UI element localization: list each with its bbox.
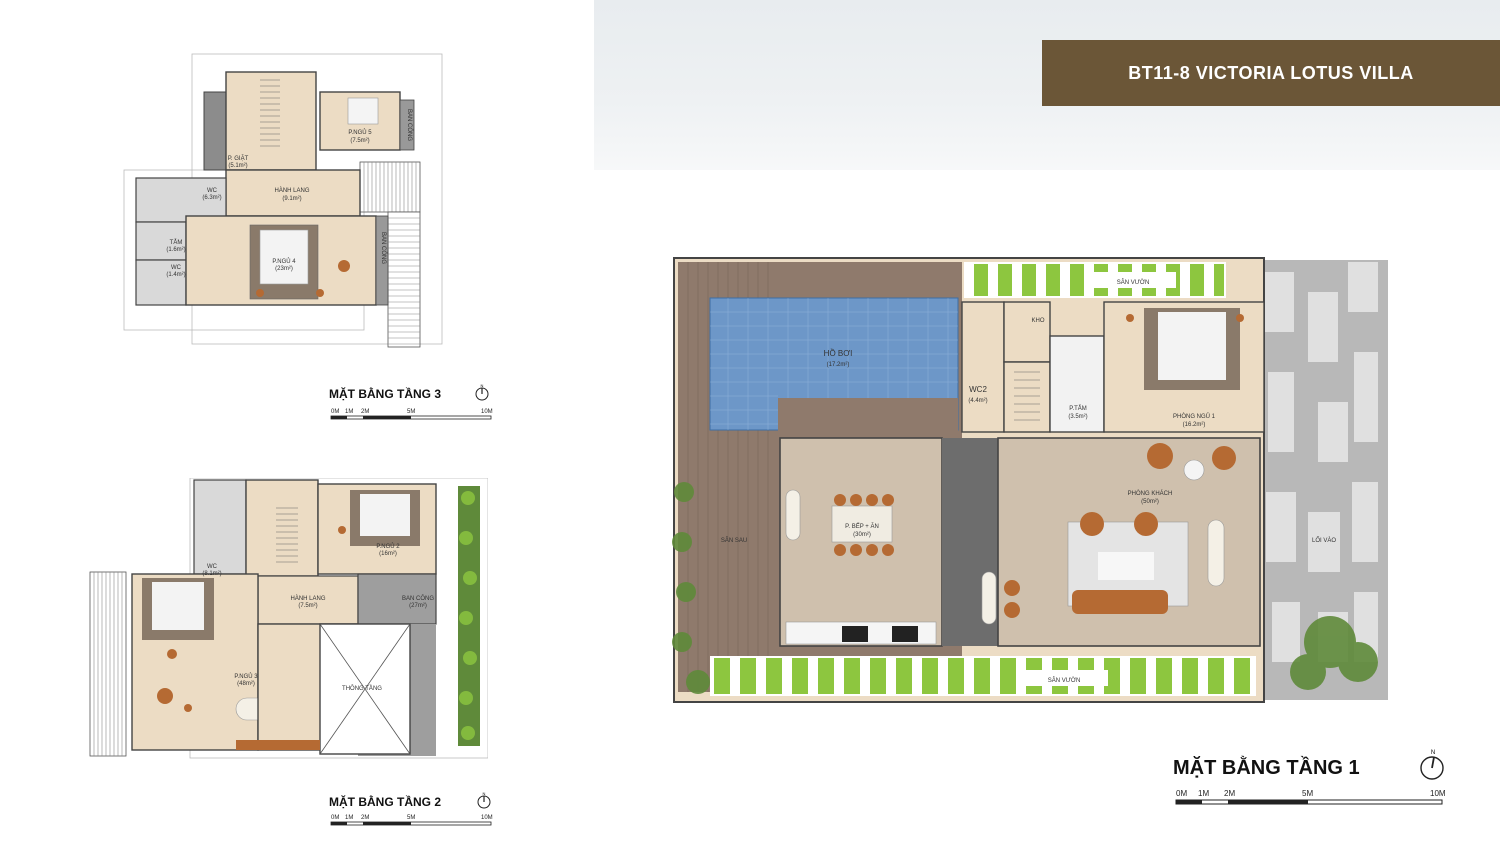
floor2-void-label: THÔNG TẦNG xyxy=(342,685,382,692)
floor1-garden-top-label: SÂN VƯỜN xyxy=(1117,279,1150,286)
floor2-balcony-slats xyxy=(89,571,127,757)
floor1-kitchen-area: (30m²) xyxy=(853,532,871,538)
project-title-banner: BT11-8 VICTORIA LOTUS VILLA xyxy=(1042,40,1500,106)
floor1-bathroom xyxy=(1049,335,1105,433)
floor3-bedroom5-label: P.NGỦ 5 xyxy=(348,129,372,136)
floor1-kitchen-label: P. BẾP + ĂN xyxy=(845,523,879,530)
floor3-balcony-b-label: BAN CÔNG xyxy=(380,232,387,264)
floor2-bedroom2-area: (16m²) xyxy=(379,551,397,557)
floor3-scale-1: 1M xyxy=(345,409,353,415)
floor3-balcony-slats-top xyxy=(359,161,421,213)
floor3-bath-label: TẮM xyxy=(170,238,183,246)
floor3-bath xyxy=(135,221,187,261)
svg-text:N: N xyxy=(483,792,486,796)
floor3-hallway-label: HÀNH LANG xyxy=(274,187,309,194)
floor3-bath-area: (1.6m²) xyxy=(166,247,185,253)
floor1-pool-label: HỒ BƠI xyxy=(824,348,853,358)
floor1-living-area: (50m²) xyxy=(1141,499,1159,505)
floor3-scale-bar: 0M 1M 2M 5M 10M xyxy=(330,409,493,420)
floor1-wc2-label: WC2 xyxy=(969,385,987,394)
floor1-garden-bottom-label: SÂN VƯỜN xyxy=(1048,677,1081,684)
floor2-heading: MẶT BẰNG TẦNG 2 xyxy=(329,795,441,809)
floor3-hallway xyxy=(225,169,361,217)
floor3-bedroom4-area: (23m²) xyxy=(275,266,293,272)
floor2-stairs xyxy=(245,479,319,577)
floor2-balcony-label: BAN CÔNG xyxy=(402,595,434,602)
floor3-laundry-label: P. GIẶT xyxy=(228,155,249,162)
floor1-storage xyxy=(1003,301,1051,363)
svg-text:N: N xyxy=(1431,750,1435,756)
floor3-bedroom4-label: P.NGỦ 4 xyxy=(272,258,296,265)
floor2-wc-label: WC xyxy=(207,564,218,570)
floor3-wc-b xyxy=(135,259,187,306)
floor2-plan: WC (8.1m²) P.NGỦ 2 (16m²) HÀNH LANG (7.5… xyxy=(89,478,488,759)
floor1-stairs xyxy=(1003,361,1051,433)
floor2-balcony xyxy=(357,573,437,625)
floor2-bedroom3-label: P.NGỦ 3 xyxy=(234,673,258,680)
floor3-wc-a-area: (6.3m²) xyxy=(202,195,221,201)
floor2-scale-bar: 0M 1M 2M 5M 10M xyxy=(330,815,493,826)
floor2-scale-10: 10M xyxy=(481,815,493,821)
floor1-back-yard-label: SÂN SAU xyxy=(721,537,747,544)
floor2-wc xyxy=(193,479,247,575)
floor1-wc2 xyxy=(961,301,1005,433)
svg-text:N: N xyxy=(481,384,484,388)
floor2-wc-area: (8.1m²) xyxy=(202,571,221,577)
floor1-pool-area: (17.2m²) xyxy=(827,362,850,368)
floor1-scale-bar: 0M 1M 2M 5M 10M xyxy=(1175,789,1446,805)
floor1-bath-label: P.TẮM xyxy=(1069,404,1087,412)
floor2-hallway-label: HÀNH LANG xyxy=(290,595,325,602)
floor3-plan: P.NGỦ 5 (7.5m²) BAN CÔNG P. GIẶT (5.1m²)… xyxy=(123,53,443,348)
floor1-bedroom1-label: PHÒNG NGỦ 1 xyxy=(1173,413,1216,420)
floor1-scale-10: 10M xyxy=(1430,789,1446,798)
floor3-bedroom5-area: (7.5m²) xyxy=(350,138,369,144)
floor1-heading: MẶT BẰNG TẦNG 1 xyxy=(1173,757,1360,779)
floor3-wc-a xyxy=(135,177,227,223)
floor3-hallway-area: (9.1m²) xyxy=(282,196,301,202)
floor2-scale-1: 1M xyxy=(345,815,353,821)
floor2-bedroom2-label: P.NGỦ 2 xyxy=(376,543,400,550)
floor1-compass-icon: N xyxy=(1420,750,1444,780)
floor1-storage-label: KHO xyxy=(1031,318,1044,324)
floor1-bath-area: (3.5m²) xyxy=(1068,414,1087,420)
floor1-wc2-area: (4.4m²) xyxy=(968,398,987,404)
floor3-wc-b-label: WC xyxy=(171,265,182,271)
floor1-scale-2: 2M xyxy=(1224,789,1235,798)
floor1-entrance-label: LỐI VÀO xyxy=(1312,537,1336,544)
floor1-scale-0: 0M xyxy=(1176,789,1187,798)
floor1-scale-5: 5M xyxy=(1302,789,1313,798)
floor2-balcony-area: (27m²) xyxy=(409,603,427,609)
floor1-bedroom1-area: (16.2m²) xyxy=(1183,422,1206,428)
floor3-scale-5: 5M xyxy=(407,409,415,415)
floor3-laundry-area-label: (5.1m²) xyxy=(228,163,247,169)
floor3-scale-10: 10M xyxy=(481,409,493,415)
floor3-laundry-area xyxy=(203,91,227,171)
floor2-compass-icon: N xyxy=(477,792,491,809)
floor3-scale-0: 0M xyxy=(331,409,339,415)
floor2-scale-2: 2M xyxy=(361,815,369,821)
floor2-bedroom3-area: (48m²) xyxy=(237,681,255,687)
floor2-scale-5: 5M xyxy=(407,815,415,821)
project-title: BT11-8 VICTORIA LOTUS VILLA xyxy=(1128,62,1414,83)
floor3-heading: MẶT BẰNG TẦNG 3 xyxy=(329,387,441,401)
floor3-balcony-a-label: BAN CÔNG xyxy=(406,109,413,141)
floor3-wc-a-label: WC xyxy=(207,188,218,194)
floor3-wc-b-area: (1.4m²) xyxy=(166,272,185,278)
floor1-living-label: PHÒNG KHÁCH xyxy=(1128,490,1173,497)
floor1-plan: SÂN VƯỜN HỒ BƠI (17.2m²) KHO WC2 (4.4m²)… xyxy=(672,257,1388,703)
floor2-scale-0: 0M xyxy=(331,815,339,821)
floor2-hallway-area: (7.5m²) xyxy=(298,603,317,609)
floor1-scale-1: 1M xyxy=(1198,789,1209,798)
floor3-balcony-slats-bottom xyxy=(387,211,421,348)
floor3-scale-2: 2M xyxy=(361,409,369,415)
floor3-compass-icon: N xyxy=(475,384,489,401)
